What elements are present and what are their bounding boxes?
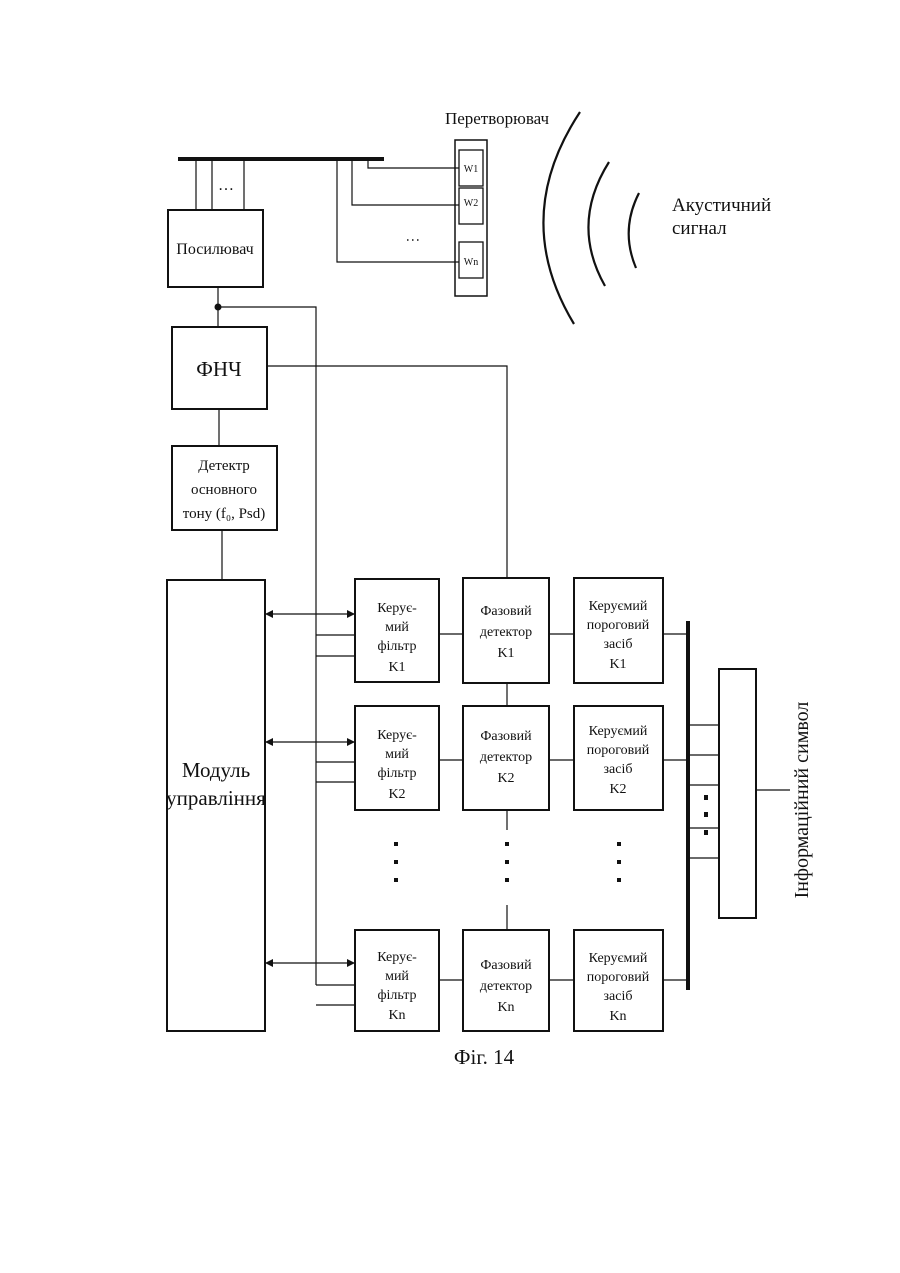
- threshold-k1-line-3: засіб: [604, 637, 633, 652]
- channel-k1: Керує- мий фільтр K1 Фазовий детектор K1…: [265, 578, 688, 683]
- dot: [617, 842, 621, 846]
- phase-k1-line-2: детектор: [480, 625, 532, 640]
- dot: [394, 860, 398, 864]
- channel-k2: Керує- мий фільтр K2 Фазовий детектор K2…: [265, 706, 688, 810]
- threshold-kn-line-2: пороговий: [587, 970, 650, 985]
- arrowhead-left: [265, 738, 273, 746]
- acoustic-wave-middle: [588, 162, 609, 286]
- pitch-detector-line-1: Детектр: [198, 458, 250, 474]
- pitch-detector-line-2: основного: [191, 482, 257, 498]
- control-module-line-1: Модуль: [182, 758, 250, 782]
- acoustic-signal-line-2: сигнал: [672, 218, 727, 239]
- arrowhead-right: [347, 610, 355, 618]
- phase-kn-line-1: Фазовий: [480, 958, 532, 973]
- phase-k1-line-1: Фазовий: [480, 604, 532, 619]
- filter-kn-line-4: Kn: [388, 1008, 405, 1023]
- dot: [505, 878, 509, 882]
- w1-label: W1: [464, 164, 478, 175]
- dot: [505, 860, 509, 864]
- lpf-label: ФНЧ: [196, 357, 242, 381]
- filter-k2-line-3: фільтр: [377, 766, 416, 781]
- bus-dot: [704, 812, 708, 817]
- threshold-kn-line-1: Керуємий: [589, 951, 648, 966]
- dot: [394, 878, 398, 882]
- filter-k2-line-1: Керує-: [377, 728, 417, 743]
- threshold-k1-line-2: пороговий: [587, 618, 650, 633]
- threshold-k2-line-4: K2: [609, 782, 626, 797]
- phase-kn-line-2: детектор: [480, 979, 532, 994]
- figure-caption: Фіг. 14: [454, 1045, 515, 1069]
- acoustic-wave-outer: [543, 112, 580, 324]
- threshold-kn-line-4: Kn: [609, 1009, 626, 1024]
- filter-kn-line-1: Керує-: [377, 950, 417, 965]
- wire-lpf-phase-bus: [267, 366, 507, 578]
- w2-label: W2: [464, 198, 478, 209]
- arrowhead-right: [347, 959, 355, 967]
- arrowhead-right: [347, 738, 355, 746]
- threshold-k2-line-2: пороговий: [587, 743, 650, 758]
- threshold-k2-line-1: Керуємий: [589, 724, 648, 739]
- phase-k2-line-2: детектор: [480, 750, 532, 765]
- amplifier-label: Посилювач: [176, 241, 253, 258]
- bus-dot: [704, 830, 708, 835]
- filter-kn-line-2: мий: [385, 969, 409, 984]
- acoustic-signal-line-1: Акустичний: [672, 195, 771, 216]
- wn-label: Wn: [464, 257, 478, 268]
- bus-dot: [704, 795, 708, 800]
- threshold-k1-line-4: K1: [609, 657, 626, 672]
- pitch-detector-line-3: тону (f₀, Psd): [183, 506, 266, 522]
- transducer-ellipsis: ⋮: [405, 233, 420, 247]
- output-label: Інформаційний символ: [791, 702, 813, 899]
- filter-k1-line-1: Керує-: [377, 601, 417, 616]
- filter-kn-line-3: фільтр: [377, 988, 416, 1003]
- filter-k1-line-4: K1: [388, 660, 405, 675]
- channel-kn: Керує- мий фільтр Kn Фазовий детектор Kn…: [265, 930, 688, 1031]
- filter-k1-line-3: фільтр: [377, 639, 416, 654]
- filter-k2-line-2: мий: [385, 747, 409, 762]
- dot: [394, 842, 398, 846]
- bus-ellipsis: …: [218, 177, 234, 194]
- dot: [617, 878, 621, 882]
- dot: [505, 842, 509, 846]
- threshold-kn-line-3: засіб: [604, 989, 633, 1004]
- phase-k2-line-3: K2: [497, 771, 514, 786]
- threshold-k1-line-1: Керуємий: [589, 599, 648, 614]
- arrowhead-left: [265, 610, 273, 618]
- acoustic-wave-inner: [629, 193, 639, 268]
- output-symbol-block: [719, 669, 756, 918]
- control-module-line-2: управління: [166, 786, 266, 810]
- threshold-k2-line-3: засіб: [604, 762, 633, 777]
- arrowhead-left: [265, 959, 273, 967]
- phase-kn-line-3: Kn: [497, 1000, 514, 1015]
- dot: [617, 860, 621, 864]
- filter-k1-line-2: мий: [385, 620, 409, 635]
- wire-wn: [337, 159, 459, 262]
- filter-k2-line-4: K2: [388, 787, 405, 802]
- phase-k1-line-3: K1: [497, 646, 514, 661]
- channel-ellipsis: [394, 842, 621, 882]
- transducer-title: Перетворювач: [445, 109, 550, 128]
- phase-k2-line-1: Фазовий: [480, 729, 532, 744]
